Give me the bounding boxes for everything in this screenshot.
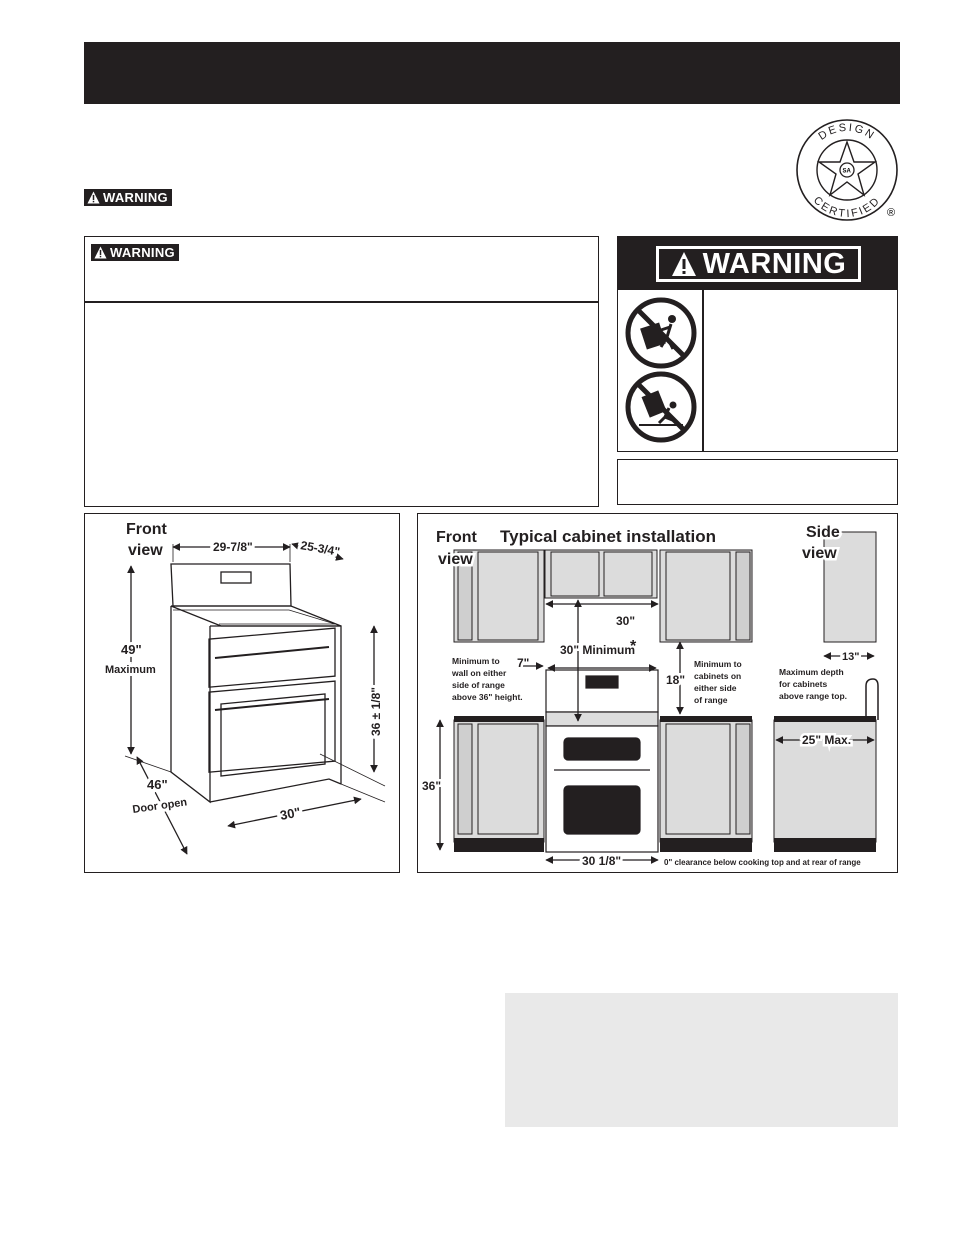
wall-note-line: above 36" height.	[452, 692, 523, 702]
side-depth-dimension: 13"	[842, 651, 859, 663]
cooktop-height-dimension: 36 ± 1/8"	[369, 687, 383, 736]
header-bar	[84, 42, 900, 104]
cabinet-installation-diagram: Front view Typical cabinet installation …	[417, 513, 898, 873]
door-open-dimension: 46"	[147, 777, 168, 792]
depth-note-line: Maximum depth	[779, 667, 844, 677]
left-front-title: Front	[126, 521, 168, 538]
depth-note-line: above range top.	[779, 691, 847, 701]
no-child-on-door-icon	[625, 297, 697, 369]
minimum-width: 30" Minimum	[560, 643, 635, 657]
side-view-title: view	[802, 545, 837, 562]
asterisk: *	[630, 638, 637, 655]
depth-dimension: 25-3/4"	[299, 538, 341, 559]
range-dimensions-diagram: Front view 29-7/8" 25-3/4" 49" Maximum 3…	[84, 513, 400, 873]
width-dimension: 29-7/8"	[213, 540, 253, 554]
max-depth-dimension: 25" Max.	[802, 733, 851, 747]
side-gap-dimension: 7"	[517, 656, 529, 670]
warning-triangle-icon	[671, 252, 696, 276]
seal-bottom-text: CERTIFIED	[811, 194, 881, 220]
svg-text:SA: SA	[843, 169, 852, 175]
cabinet-note-line: cabinets on	[694, 671, 741, 681]
warning-badge: WARNING	[84, 189, 172, 206]
tipover-title: WARNING	[656, 246, 861, 282]
design-certified-seal: SA DESIGN CERTIFIED ®	[796, 119, 898, 221]
range-width-dimension: 30 1/8"	[582, 854, 621, 868]
base-width-dimension: 30"	[279, 804, 302, 823]
warning-box-divider	[85, 301, 598, 303]
warning-box-badge: WARNING	[91, 244, 179, 261]
cabinet-note-line: of range	[694, 695, 728, 705]
depth-note-line: for cabinets	[779, 679, 827, 689]
warning-box: WARNING	[84, 236, 599, 507]
height-note: Maximum	[105, 664, 156, 676]
height-dimension: 49"	[121, 642, 142, 657]
wall-note-line: Minimum to	[452, 656, 500, 666]
right-view-title: view	[438, 551, 473, 568]
cabinet-note-line: either side	[694, 683, 737, 693]
right-front-title: Front	[436, 529, 478, 546]
note-box	[505, 993, 898, 1127]
wall-note-line: wall on either	[451, 668, 507, 678]
door-open-label: Door open	[132, 796, 188, 816]
clearance-note: 0" clearance below cooking top and at re…	[664, 858, 861, 867]
range-drawing: Front view 29-7/8" 25-3/4" 49" Maximum 3…	[102, 521, 386, 855]
side-title: Side	[806, 524, 840, 541]
tipover-label: WARNING	[702, 247, 847, 280]
svg-text:CERTIFIED: CERTIFIED	[811, 194, 883, 220]
warning-triangle-icon	[94, 246, 107, 259]
upper-cabinet-width: 30"	[616, 614, 635, 628]
cabinet-heading: Typical cabinet installation	[500, 527, 716, 546]
warning-label: WARNING	[103, 190, 168, 205]
cabinet-drawing: Front view Typical cabinet installation …	[420, 522, 879, 871]
left-view-title: view	[128, 542, 163, 559]
counter-height-dimension: 36"	[422, 779, 441, 793]
wall-note-line: side of range	[452, 680, 505, 690]
no-tip-over-icon	[625, 371, 697, 443]
warning-triangle-icon	[87, 191, 100, 204]
warning-box-label: WARNING	[110, 245, 175, 260]
icon-column-divider	[702, 290, 704, 451]
tipover-warning-panel: WARNING	[617, 236, 898, 452]
upper-clearance-dimension: 18"	[666, 673, 685, 687]
tipover-note-box	[617, 459, 898, 505]
registered-mark: ®	[887, 207, 895, 219]
cabinet-note-line: Minimum to	[694, 659, 742, 669]
